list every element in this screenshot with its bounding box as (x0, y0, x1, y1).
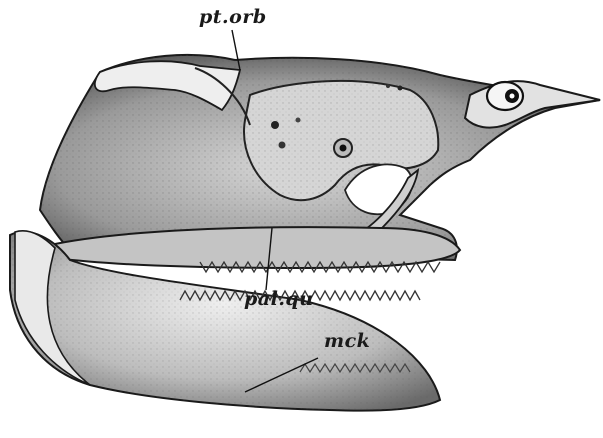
label-pt-orb: pt.orb (199, 6, 267, 28)
label-mck: mck (324, 330, 370, 352)
label-pal-qu: pal.qu (244, 288, 314, 310)
